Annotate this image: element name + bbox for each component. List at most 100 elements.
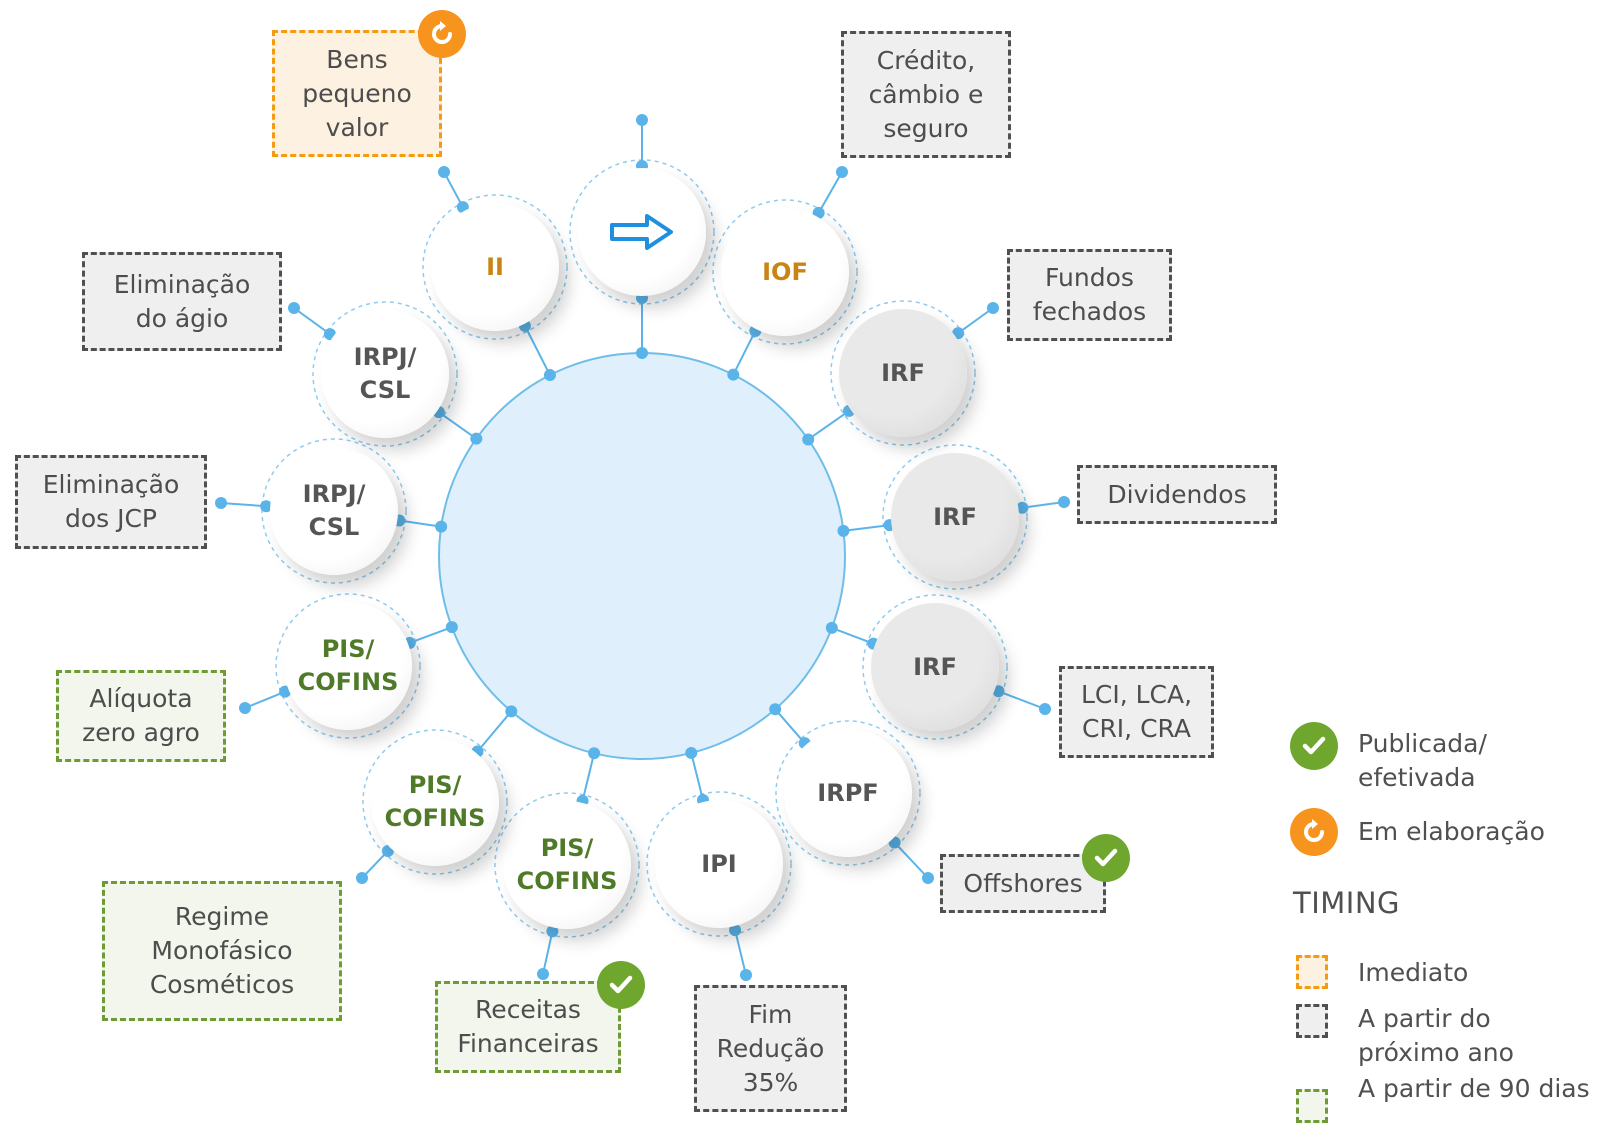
tax-irpj-agio-note-box: Eliminação do ágio xyxy=(82,252,282,351)
tax-ii-node: II xyxy=(431,203,559,331)
tax-irpf-ring xyxy=(775,720,921,866)
tax-irpj-jcp-label: IRPJ/ CSL xyxy=(302,480,366,541)
tax-irpj-jcp-node: IRPJ/ CSL xyxy=(270,447,398,575)
tax-pis-receitas-note-dot xyxy=(537,968,549,980)
legend-timing-imediato: Imediato xyxy=(1358,958,1469,987)
tax-iof-ring xyxy=(712,199,858,345)
tax-irpf-hub-dot xyxy=(769,703,782,716)
tax-iof-label: IOF xyxy=(762,257,808,286)
tax-ipi-note-dot xyxy=(740,969,752,981)
tax-irpf-label: IRPF xyxy=(817,778,879,807)
tax-ii-hub-dot xyxy=(543,369,556,382)
tax-irf-lci-label: IRF xyxy=(913,652,957,681)
tax-irf-dividendos-note-link xyxy=(1022,501,1065,509)
tax-ii-refresh-icon xyxy=(418,10,466,58)
tax-pis-agro-hub-dot xyxy=(445,621,458,634)
tax-irpj-jcp-outer-dot xyxy=(260,500,273,513)
center-node xyxy=(578,168,706,296)
tax-pis-cosmeticos-note-link xyxy=(361,850,389,879)
tax-iof-note-box: Crédito, câmbio e seguro xyxy=(841,31,1011,158)
tax-irpj-agio-label: IRPJ/ CSL xyxy=(353,343,417,404)
tax-pis-receitas-outer-dot xyxy=(546,925,559,938)
tax-pis-agro-note-text: Alíquota zero agro xyxy=(82,684,200,747)
tax-iof-hub-dot xyxy=(727,368,740,381)
tax-irpj-agio-note-text: Eliminação do ágio xyxy=(113,269,251,333)
tax-irf-lci-note-link xyxy=(998,690,1046,710)
tax-pis-agro-note-link xyxy=(244,690,286,709)
tax-irpf-node: IRPF xyxy=(784,729,912,857)
tax-ipi-note-link xyxy=(734,929,747,976)
tax-ipi-hub-link xyxy=(690,752,704,801)
tax-irf-fundos-note-dot xyxy=(987,302,999,314)
tax-irf-lci-ring xyxy=(862,594,1008,740)
legend-check-icon xyxy=(1290,722,1338,770)
tax-irpj-jcp-note-text: Eliminação dos JCP xyxy=(42,470,180,533)
tax-pis-agro-ring xyxy=(275,593,421,739)
tax-irpj-jcp-hub-dot xyxy=(435,520,448,533)
tax-irf-fundos-note-text: Fundos fechados xyxy=(1032,263,1147,326)
tax-irpf-note-link xyxy=(893,841,929,879)
tax-ii-note-link xyxy=(443,171,464,208)
tax-irpj-jcp-ring xyxy=(261,438,407,584)
tax-irf-lci-node: IRF xyxy=(871,603,999,731)
tax-pis-receitas-ring xyxy=(494,792,640,938)
tax-irpj-jcp-hub-link xyxy=(399,519,442,528)
tax-irpf-note-dot xyxy=(922,872,934,884)
tax-irpj-agio-hub-link xyxy=(438,411,477,440)
legend-swatch-imediato xyxy=(1296,955,1328,989)
tax-pis-receitas-label: PIS/ COFINS xyxy=(516,834,618,895)
tax-ipi-label: IPI xyxy=(701,849,737,878)
tax-ii-ring xyxy=(422,194,568,340)
tax-irpj-agio-node: IRPJ/ CSL xyxy=(321,310,449,438)
tax-pis-cosmeticos-node: PIS/ COFINS xyxy=(371,738,499,866)
hub-circle xyxy=(438,352,846,760)
tax-ipi-note-box: Fim Redução 35% xyxy=(694,985,847,1112)
tax-irpj-agio-note-link xyxy=(293,307,331,335)
legend-timing-title: TIMING xyxy=(1293,886,1401,920)
tax-pis-cosmeticos-ring xyxy=(362,729,508,875)
tax-pis-agro-node: PIS/ COFINS xyxy=(284,602,412,730)
tax-irf-fundos-hub-link xyxy=(807,410,850,441)
tax-irf-dividendos-outer-dot xyxy=(1016,501,1029,514)
tax-irpj-jcp-note-link xyxy=(220,502,267,508)
tax-ii-note-box: Bens pequeno valor xyxy=(272,30,442,157)
tax-irpf-check-icon xyxy=(1082,834,1130,882)
tax-irpj-jcp-note-dot xyxy=(215,497,227,509)
tax-pis-receitas-hub-dot xyxy=(588,747,601,760)
tax-irf-fundos-label: IRF xyxy=(881,358,925,387)
tax-irpf-note-text: Offshores xyxy=(963,868,1083,898)
tax-irpf-note-box: Offshores xyxy=(940,854,1106,913)
tax-pis-agro-label: PIS/ COFINS xyxy=(297,635,399,696)
tax-irf-fundos-hub-dot xyxy=(802,433,815,446)
tax-pis-cosmeticos-note-text: Regime Monofásico Cosméticos xyxy=(149,902,295,999)
tax-irf-lci-outer-dot xyxy=(992,685,1005,698)
tax-pis-receitas-note-link xyxy=(542,931,554,975)
tax-irf-dividendos-note-dot xyxy=(1058,496,1070,508)
tax-irf-lci-hub-dot xyxy=(825,621,838,634)
tax-irf-dividendos-node: IRF xyxy=(891,453,1019,581)
legend-timing-proximo-ano: A partir do próximo ano xyxy=(1358,1004,1514,1067)
tax-irf-lci-hub-link xyxy=(831,626,874,645)
tax-irf-dividendos-note-text: Dividendos xyxy=(1107,479,1247,509)
tax-irpj-agio-hub-dot xyxy=(470,432,483,445)
tax-iof-note-text: Crédito, câmbio e seguro xyxy=(868,45,984,143)
legend-swatch-90-dias xyxy=(1296,1089,1328,1123)
tax-pis-receitas-note-box: Receitas Financeiras xyxy=(435,981,621,1073)
tax-irf-lci-note-text: LCI, LCA, CRI, CRA xyxy=(1080,680,1193,743)
tax-irf-lci-note-box: LCI, LCA, CRI, CRA xyxy=(1059,666,1214,758)
tax-ipi-node: IPI xyxy=(655,800,783,928)
tax-ipi-note-text: Fim Redução 35% xyxy=(716,999,825,1097)
tax-irpj-agio-note-dot xyxy=(288,302,300,314)
tax-iof-note-link xyxy=(817,171,843,214)
tax-pis-cosmeticos-hub-dot xyxy=(505,705,518,718)
tax-irf-fundos-note-link xyxy=(957,307,994,334)
tax-pis-cosmeticos-hub-link xyxy=(476,710,513,753)
tax-ii-note-dot xyxy=(438,166,450,178)
center-node-hub-dot xyxy=(636,347,648,359)
tax-ii-note-text: Bens pequeno valor xyxy=(302,44,412,142)
tax-irf-dividendos-hub-dot xyxy=(837,524,850,537)
tax-irf-fundos-node: IRF xyxy=(839,309,967,437)
tax-ipi-hub-dot xyxy=(685,746,698,759)
